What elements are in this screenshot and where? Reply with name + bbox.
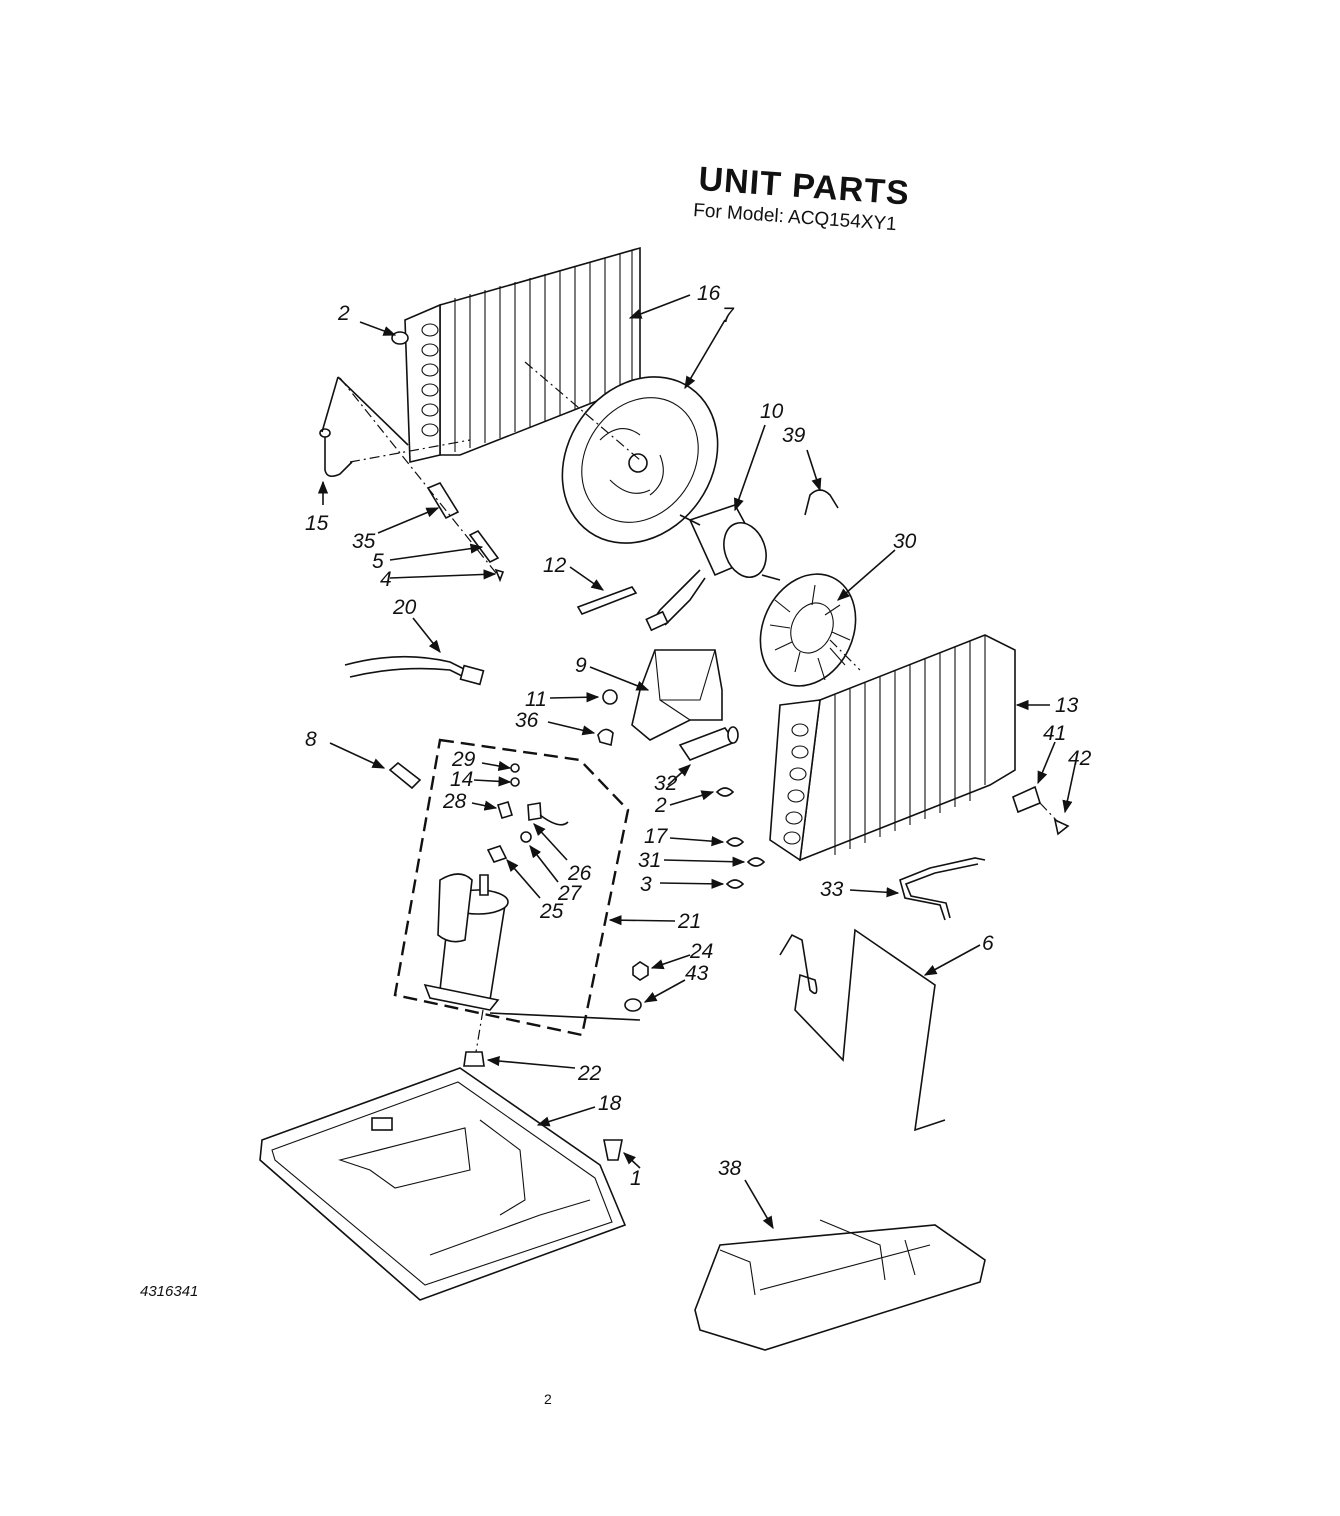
callout-14: 14: [450, 768, 473, 791]
leader-lines: [317, 294, 1076, 1230]
callout-33: 33: [820, 878, 844, 901]
callout-5: 5: [372, 550, 384, 573]
callout-3: 3: [640, 873, 652, 896]
capacitor: [678, 726, 739, 761]
callout-28: 28: [442, 790, 467, 813]
callout-15: 15: [305, 512, 329, 535]
callout-10: 10: [760, 400, 784, 423]
base-pan: [259, 1067, 627, 1301]
callout-8: 8: [305, 728, 317, 751]
callout-41: 41: [1043, 722, 1066, 745]
callout-2a: 2: [337, 302, 350, 325]
washer-43: [624, 998, 642, 1012]
discharge-tube: [899, 857, 986, 921]
callout-13: 13: [1055, 694, 1079, 717]
insulator-parts: [426, 481, 505, 583]
capillary-tube: [324, 435, 353, 478]
blower-wheel: [759, 573, 857, 687]
sensor-tip: [1053, 818, 1070, 836]
evaporator-coil: [769, 634, 1016, 862]
callout-27: 27: [557, 882, 583, 905]
callout-20: 20: [392, 596, 417, 619]
callout-30: 30: [893, 530, 917, 553]
callout-2b: 2: [654, 794, 667, 817]
motor-clip: [804, 489, 839, 516]
callout-39: 39: [782, 424, 806, 447]
callout-17: 17: [644, 825, 669, 848]
callout-24: 24: [689, 940, 713, 963]
callout-1: 1: [630, 1167, 642, 1190]
mounting-strip: [576, 586, 638, 615]
drain-pan: [694, 1219, 986, 1351]
compressor-grommet: [463, 1051, 485, 1067]
condenser-coil: [404, 246, 641, 464]
callout-11: 11: [525, 688, 547, 711]
suction-tube: [779, 928, 946, 1132]
callout-7: 7: [722, 304, 735, 327]
callout-35: 35: [352, 530, 376, 553]
motor-bracket: [631, 649, 723, 741]
callout-42: 42: [1068, 747, 1092, 770]
callout-32: 32: [654, 772, 678, 795]
thermal-bulb: [388, 761, 422, 790]
document-number: 4316341: [140, 1283, 199, 1300]
callout-25: 25: [539, 900, 564, 923]
callout-labels: 2 16 7 10 39 15 35 5 4 12 30 20 9 11 36 …: [305, 282, 1092, 1190]
small-clamps: [715, 787, 766, 889]
wire-harness: [344, 655, 485, 686]
callout-9: 9: [575, 654, 587, 677]
nut-24: [632, 961, 649, 981]
sensor-bracket: [1012, 785, 1041, 814]
callout-29: 29: [451, 748, 476, 771]
fan-shroud: [561, 376, 719, 544]
callout-16: 16: [697, 282, 721, 305]
callout-36: 36: [515, 709, 539, 732]
callout-18: 18: [598, 1092, 622, 1115]
terminal-parts: [486, 763, 569, 863]
fan-motor: [645, 504, 781, 632]
callout-12: 12: [543, 554, 567, 577]
callout-22: 22: [577, 1062, 602, 1085]
callout-6: 6: [982, 932, 994, 955]
compressor-assembly-outline: [393, 738, 630, 1037]
nut: [602, 689, 618, 705]
drain-plug: [603, 1139, 623, 1161]
clamp-ring: [391, 331, 409, 345]
page-number: 2: [544, 1391, 552, 1407]
clip: [597, 728, 614, 747]
callout-26: 26: [567, 862, 592, 885]
callout-4: 4: [380, 568, 392, 591]
callout-38: 38: [718, 1157, 742, 1180]
callout-21: 21: [677, 910, 701, 933]
callout-31: 31: [638, 849, 661, 872]
callout-43: 43: [685, 962, 709, 985]
compressor: [423, 873, 509, 1011]
